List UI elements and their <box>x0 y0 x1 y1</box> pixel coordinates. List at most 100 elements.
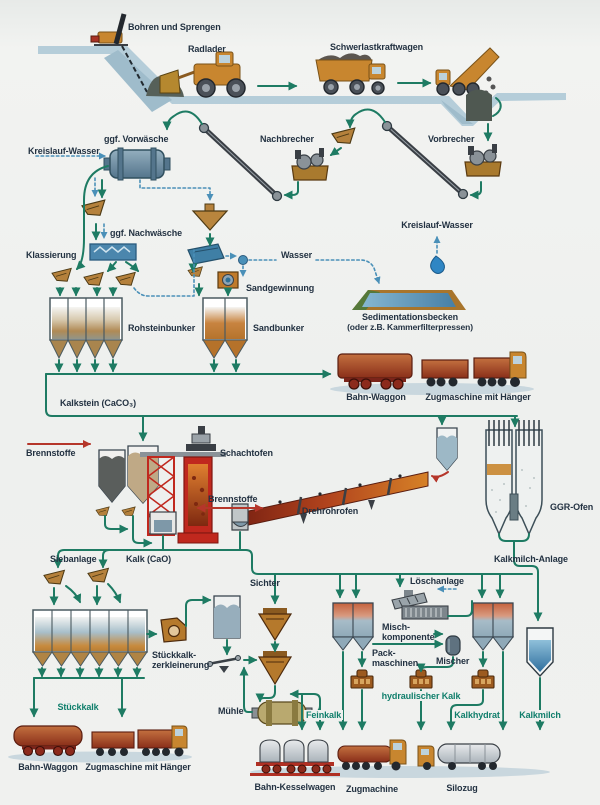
label-brennstoffe-1: Brennstoffe <box>26 448 76 458</box>
lump-lime-crusher-icon <box>160 617 187 643</box>
classifier-funnel-1-icon <box>51 267 72 282</box>
label-bahn-waggon-mid: Bahn-Waggon <box>346 392 406 402</box>
label-zugmachine: Zugmachine <box>345 784 399 794</box>
material-flow-arrows <box>29 78 545 731</box>
kiln-feed-hopper-icon <box>436 427 458 472</box>
haul-truck-icon <box>315 53 386 95</box>
label-stueckkalk-zerkleinerung: Stückkalk-zerkleinerung <box>152 650 210 671</box>
label-kalkmilch: Kalkmilch <box>517 710 563 721</box>
pre-wash-drum-icon <box>103 147 171 181</box>
wheel-loader-icon <box>159 51 246 98</box>
label-hydraulischer-kalk: hydraulischer Kalk <box>379 691 463 702</box>
water-drop-icon <box>430 255 445 274</box>
label-drehrohrofen: Drehrohrofen <box>301 506 359 516</box>
label-mischkomponente: Misch-komponente <box>382 622 435 643</box>
secondary-crusher-funnel-icon <box>331 127 356 144</box>
label-zugmaschine-bottom: Zugmaschine mit Hänger <box>85 762 191 772</box>
raw-stone-bunker-icon <box>49 297 123 360</box>
mixing-silo-2-icon <box>471 602 515 651</box>
silo-truck-icon <box>337 739 407 771</box>
truck-with-trailer-icon <box>421 351 527 387</box>
screening-funnel-1-icon <box>43 569 65 585</box>
fuel-silo-icon <box>98 449 126 504</box>
intermediate-silo-icon <box>213 595 241 639</box>
label-kalkmilch-anlage: Kalkmilch-Anlage <box>494 554 568 564</box>
sand-funnel-icon <box>187 266 203 277</box>
label-radlader: Radlader <box>188 44 226 54</box>
label-kalkstein: Kalkstein (CaCO₃) <box>60 398 136 408</box>
packing-machine-1-icon <box>350 669 374 689</box>
label-ggr-ofen: GGR-Ofen <box>550 502 594 512</box>
label-sandgewinnung: Sandgewinnung <box>246 283 315 293</box>
label-loeschanlage: Löschanlage <box>410 576 464 586</box>
label-ggf-vorwaesche: ggf. Vorwäsche <box>104 134 169 144</box>
ggr-kiln-icon <box>485 420 543 536</box>
label-sandbunker: Sandbunker <box>253 323 305 333</box>
label-sedimentationsbecken: Sedimentationsbecken <box>361 312 459 322</box>
slaking-plant-icon <box>391 590 449 620</box>
label-bahn-waggon-bottom: Bahn-Waggon <box>18 762 78 772</box>
water-valve-icon <box>238 255 248 265</box>
label-bahn-kesselwagen: Bahn-Kesselwagen <box>254 782 336 792</box>
label-silozug: Silozug <box>446 783 478 793</box>
secondary-crusher-icon <box>291 147 329 181</box>
dumped-rubble-pile <box>466 89 492 121</box>
label-muehle: Mühle <box>218 706 244 716</box>
sand-bunker-icon <box>202 297 248 359</box>
label-rohsteinbunker: Rohsteinbunker <box>128 323 196 333</box>
distribution-hopper-icon <box>191 203 229 231</box>
label-siebanlage: Siebanlage <box>50 554 97 564</box>
rail-tank-wagon-icon <box>13 725 83 757</box>
label-schwerlastkraftwagen: Schwerlastkraftwagen <box>330 42 424 52</box>
primary-crusher-icon <box>464 143 502 177</box>
label-zugmaschine-mid: Zugmaschine mit Hänger <box>425 392 531 402</box>
label-sichter: Sichter <box>250 578 280 588</box>
packing-machine-3-icon <box>471 669 495 689</box>
lime-milk-tank-icon <box>526 627 554 678</box>
tipping-truck-icon <box>435 47 500 96</box>
conveyor-2-icon <box>381 120 469 200</box>
air-classifier-1-icon <box>257 608 293 642</box>
feed-cone-2-icon <box>121 506 136 517</box>
wet-screen-icon <box>187 243 225 265</box>
rail-wagon-icon <box>337 353 413 390</box>
after-wash-screen-icon <box>89 243 137 261</box>
sedimentation-basin-icon <box>352 290 466 310</box>
screening-funnel-2-icon <box>87 567 109 583</box>
conveyor-1-icon <box>198 122 283 202</box>
label-kalkhydrat: Kalkhydrat <box>452 710 502 721</box>
limestone-silo-icon <box>127 445 159 504</box>
classifier-funnel-2-icon <box>83 271 104 286</box>
small-conveyor-icon <box>207 655 241 673</box>
mixer-icon <box>445 635 461 656</box>
rail-silo-wagon-icon <box>250 739 340 776</box>
screen-funnel-icon <box>81 199 106 216</box>
label-ggf-nachwaesche: ggf. Nachwäsche <box>110 228 183 238</box>
rotary-kiln-icon <box>231 471 429 531</box>
truck-with-trailer-2-icon <box>91 725 188 757</box>
air-classifier-2-icon <box>257 651 293 686</box>
label-stueckkalk: Stückkalk <box>57 702 99 712</box>
tanker-truck-icon <box>417 743 501 770</box>
feed-cone-1-icon <box>95 506 110 517</box>
label-wasser: Wasser <box>281 250 313 260</box>
label-schachtofen: Schachtofen <box>220 448 273 458</box>
label-kreislauf-wasser-right: Kreislauf-Wasser <box>401 220 473 230</box>
label-feinkalk: Feinkalk <box>304 710 344 721</box>
water-flow-arrows <box>35 152 457 593</box>
sand-pump-icon <box>217 271 239 289</box>
drill-rig-icon <box>90 13 128 46</box>
label-nachbrecher: Nachbrecher <box>260 134 314 144</box>
label-bohren-und-sprengen: Bohren und Sprengen <box>128 22 221 32</box>
packing-machine-2-icon <box>409 669 433 689</box>
blast-hole-dashed-line <box>121 45 148 93</box>
classifier-funnel-3-icon <box>115 271 136 286</box>
label-brennstoffe-2: Brennstoffe <box>208 494 258 504</box>
fuel-flow-arrows <box>27 440 449 513</box>
mixing-silo-1-icon <box>331 602 375 651</box>
label-packmaschinen: Pack-maschinen <box>372 648 419 669</box>
label-kreislauf-wasser-left: Kreislauf-Wasser <box>28 146 100 156</box>
label-vorbrecher: Vorbrecher <box>428 134 475 144</box>
